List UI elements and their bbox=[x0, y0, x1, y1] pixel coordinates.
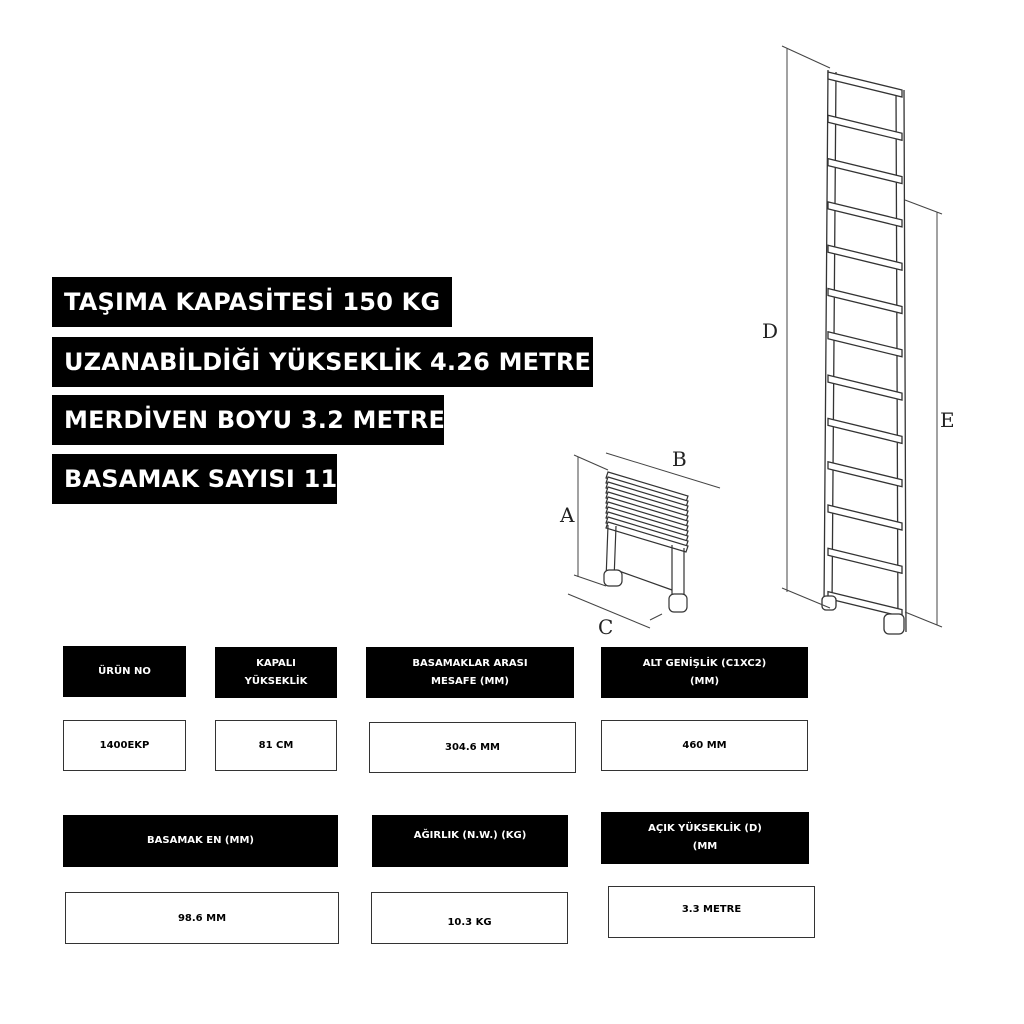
step-count-banner: BASAMAK SAYISI 11 bbox=[52, 454, 337, 504]
ladder-rung bbox=[827, 590, 903, 618]
spec-value-step-distance: 304.6 MM bbox=[369, 722, 576, 773]
spec-value-product-no: 1400EKP bbox=[63, 720, 186, 771]
spec-value-weight: 10.3 KG bbox=[371, 892, 568, 944]
collapsed-ladder-drawing bbox=[603, 471, 689, 613]
collapsed-bottom-rung bbox=[615, 569, 673, 591]
dimension-label-e: E bbox=[940, 408, 955, 432]
dimension-label-c: C bbox=[598, 615, 613, 639]
ladder-rung bbox=[827, 244, 903, 272]
dimension-label-a: A bbox=[559, 503, 575, 527]
extended-height-banner: UZANABİLDİĞİ YÜKSEKLİK 4.26 METRE bbox=[52, 337, 593, 387]
spec-header-product-no: ÜRÜN NO bbox=[63, 646, 186, 697]
spec-value-base-width: 460 MM bbox=[601, 720, 808, 771]
extended-ladder-drawing bbox=[821, 69, 907, 635]
collapsed-rung bbox=[605, 521, 689, 553]
ladder-right-rail bbox=[895, 87, 907, 633]
spec-header-open-height: AÇIK YÜKSEKLİK (D) (MM bbox=[601, 812, 809, 864]
capacity-banner: TAŞIMA KAPASİTESİ 150 KG bbox=[52, 277, 452, 327]
ladder-rung bbox=[827, 547, 903, 575]
spec-header-step-distance: BASAMAKLAR ARASI MESAFE (MM) bbox=[366, 647, 574, 698]
ladder-length-banner: MERDİVEN BOYU 3.2 METRE bbox=[52, 395, 445, 445]
ladder-foot bbox=[883, 613, 905, 635]
ladder-rung bbox=[827, 460, 903, 488]
collapsed-foot bbox=[603, 569, 623, 587]
spec-value-step-width: 98.6 MM bbox=[65, 892, 339, 944]
dimension-label-d: D bbox=[762, 319, 778, 343]
ladder-rung bbox=[827, 374, 903, 401]
ladder-rung bbox=[827, 504, 903, 531]
ladder-rung bbox=[827, 201, 903, 228]
spec-value-closed-height: 81 CM bbox=[215, 720, 337, 771]
spec-header-closed-height: KAPALI YÜKSEKLİK bbox=[215, 647, 337, 698]
dimension-label-b: B bbox=[672, 447, 687, 471]
ladder-rung bbox=[827, 287, 903, 315]
collapsed-foot bbox=[668, 593, 688, 613]
spec-value-open-height: 3.3 METRE bbox=[608, 886, 815, 938]
ladder-rung bbox=[827, 157, 903, 185]
ladder-rung bbox=[827, 417, 903, 445]
collapsed-rails bbox=[605, 524, 685, 604]
ladder-rung bbox=[827, 114, 903, 142]
ladder-rung bbox=[827, 330, 903, 358]
spec-header-weight: AĞIRLIK (N.W.) (KG) bbox=[372, 815, 568, 867]
spec-header-base-width: ALT GENİŞLİK (C1XC2) (MM) bbox=[601, 647, 808, 698]
spec-header-step-width: BASAMAK EN (MM) bbox=[63, 815, 338, 867]
ladder-rung bbox=[827, 71, 903, 98]
dimension-lines bbox=[567, 45, 943, 629]
